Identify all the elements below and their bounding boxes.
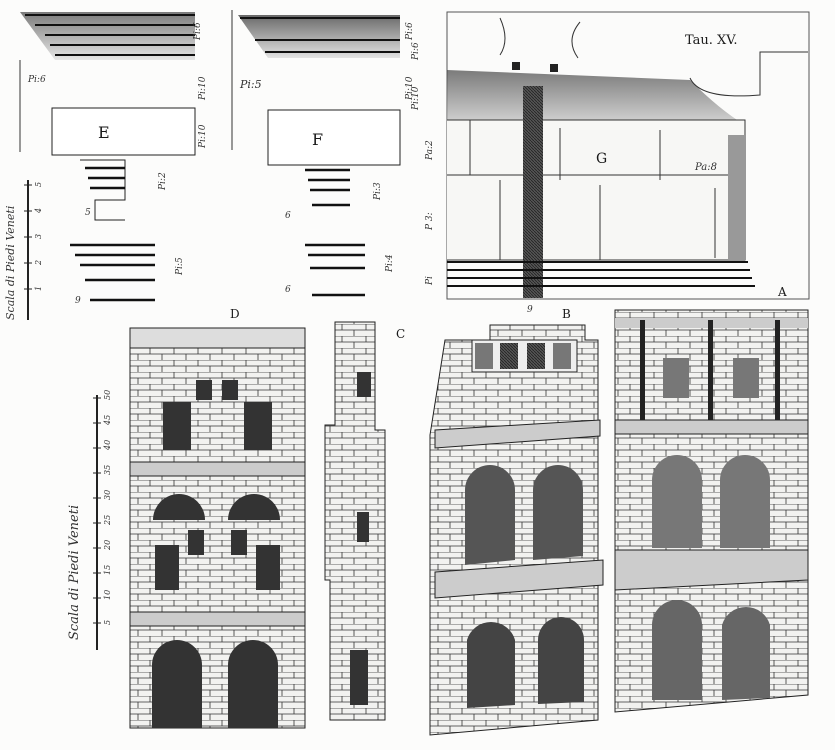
scale-tick-label: 5 bbox=[103, 620, 112, 625]
side-measure: Pi:6 bbox=[405, 22, 415, 41]
scale-tick-label: 20 bbox=[103, 540, 112, 551]
side-measure: Pi:10 bbox=[405, 76, 415, 101]
scale-large-label: Scala di Piedi Veneti bbox=[67, 505, 82, 640]
cornice-e: E Pi:6 Pi:6 Pi:10 Pi:10 Pi:2 5 Pi:5 9 bbox=[19, 12, 208, 306]
scale-tick-label: 30 bbox=[103, 490, 112, 500]
scale-small-label: Scala di Piedi Veneti bbox=[4, 206, 17, 320]
scale-tick-label: 3 bbox=[34, 234, 43, 239]
panel-a: Tau. XV. G Pa:8 A bbox=[446, 11, 810, 300]
measure-f-right2: Pi:10 bbox=[411, 86, 421, 111]
num-e-1: 5 bbox=[85, 208, 91, 218]
label-b: B bbox=[562, 307, 571, 321]
cornice-f: F Pi:5 Pi:6 Pi:10 Pi:3 6 Pi:4 6 bbox=[231, 10, 421, 297]
measure-g-right: Pa:8 bbox=[694, 162, 717, 173]
scale-tick-label: 15 bbox=[103, 565, 112, 575]
elevation-right bbox=[614, 309, 809, 713]
scale-tick-label: 5 bbox=[34, 182, 43, 187]
label-e: E bbox=[98, 123, 110, 142]
measure-e-cap: Pi:2 bbox=[158, 172, 168, 191]
side-measure: P 3: bbox=[425, 212, 435, 231]
scale-tick-label: 4 bbox=[34, 208, 43, 214]
num-e-2: 9 bbox=[75, 296, 81, 306]
label-d: D bbox=[230, 307, 240, 321]
scale-tick-label: 45 bbox=[103, 415, 112, 426]
measure-e-top: Pi:6 bbox=[27, 75, 46, 85]
measure-f-left: Pi:5 bbox=[239, 78, 262, 91]
label-g: G bbox=[596, 151, 607, 167]
measure-f-base: Pi:4 bbox=[385, 254, 395, 273]
measure-e-right2: Pi:10 bbox=[198, 124, 208, 149]
label-c: C bbox=[396, 327, 405, 341]
elevation-b: B 9 bbox=[429, 305, 604, 736]
num-b: 9 bbox=[527, 305, 533, 315]
side-measure: Pa:2 bbox=[425, 140, 435, 161]
section-c: C bbox=[324, 321, 405, 721]
scale-tick-label: 40 bbox=[103, 440, 112, 451]
scale-tick-label: 35 bbox=[103, 465, 112, 475]
label-a: A bbox=[777, 285, 787, 299]
scale-tick-label: 50 bbox=[103, 390, 112, 400]
side-measure: Pi bbox=[425, 276, 435, 286]
scale-small: Scala di Piedi Veneti 1 2 3 4 5 bbox=[4, 180, 43, 320]
plate-title: Tau. XV. bbox=[685, 33, 738, 48]
scale-tick-label: 10 bbox=[103, 590, 112, 600]
measure-e-right1: Pi:10 bbox=[198, 76, 208, 101]
scale-tick-label: 25 bbox=[103, 515, 112, 526]
label-f: F bbox=[312, 130, 323, 149]
measure-e-base: Pi:5 bbox=[175, 257, 185, 276]
num-f-1: 6 bbox=[285, 211, 291, 221]
num-f-2: 6 bbox=[285, 285, 291, 295]
scale-tick-label: 2 bbox=[34, 260, 43, 266]
side-measures: Pi:6 Pi:10 Pa:2 P 3: Pi bbox=[405, 22, 435, 286]
scale-large: Scala di Piedi Veneti 5 10 15 20 25 30 35 40 45 5… bbox=[67, 390, 112, 650]
measure-e-brace: Pi:6 bbox=[193, 22, 203, 41]
measure-f-right1: Pi:6 bbox=[411, 42, 421, 61]
measure-f-cap: Pi:3 bbox=[373, 182, 383, 201]
scale-tick-label: 1 bbox=[34, 286, 43, 291]
elevation-d: D bbox=[129, 307, 306, 729]
